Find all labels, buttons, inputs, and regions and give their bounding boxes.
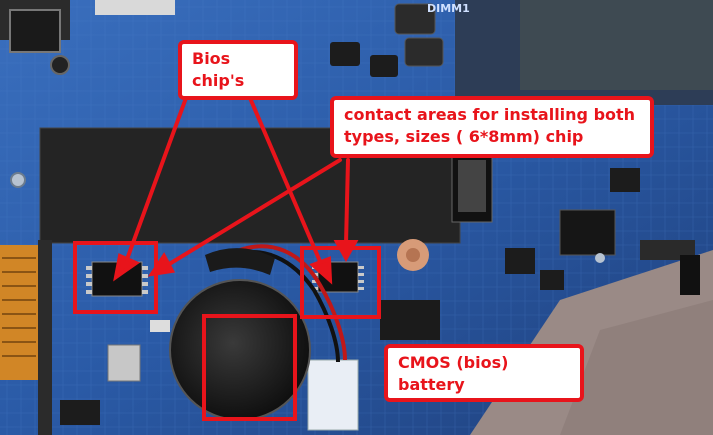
ribbon-connector bbox=[0, 245, 38, 380]
callout-bios-chips: Bios chip's bbox=[178, 40, 298, 100]
arrow-head-d bbox=[333, 240, 359, 263]
arrow-to-left-chip-b bbox=[164, 158, 342, 268]
callout-contact-line2: types, sizes ( 6*8mm) chip bbox=[344, 127, 584, 146]
arrow-head-a bbox=[113, 253, 141, 282]
callout-cmos-battery: CMOS (bios) battery bbox=[384, 344, 584, 402]
arrow-to-right-chip-b bbox=[344, 158, 350, 246]
arrow-to-left-chip-a bbox=[124, 96, 188, 264]
callout-contact-line1: contact areas for installing both bbox=[344, 105, 636, 124]
dimm-silkscreen: DIMM1 bbox=[427, 2, 470, 15]
callout-cmos-line2: battery bbox=[398, 375, 465, 394]
callout-contact-areas: contact areas for installing both types,… bbox=[330, 96, 654, 158]
arrow-head-c bbox=[147, 252, 176, 277]
arrow-head-b bbox=[309, 256, 333, 285]
highlight-battery bbox=[202, 314, 297, 421]
arrow-to-right-chip-a bbox=[248, 96, 324, 268]
callout-bios-line1: Bios bbox=[192, 49, 231, 68]
callout-cmos-line1: CMOS (bios) bbox=[398, 353, 509, 372]
callout-bios-line2: chip's bbox=[192, 71, 245, 90]
highlight-left-chip bbox=[73, 241, 158, 314]
battery-connector bbox=[307, 359, 359, 431]
